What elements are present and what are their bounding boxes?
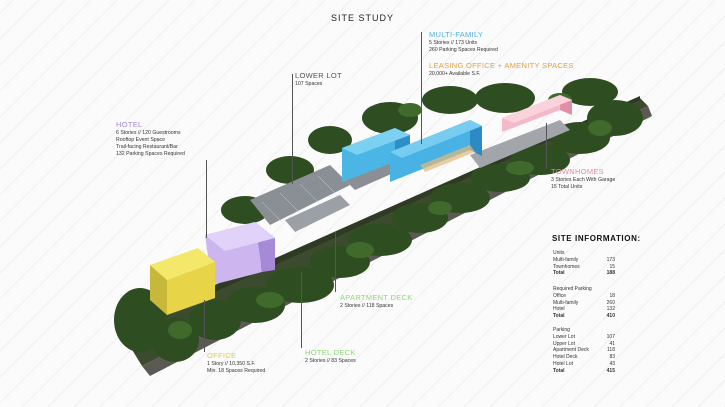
lower-lot-details: 107 Spaces (295, 81, 322, 88)
leasing-details: 20,000+ Available S.F. (429, 71, 480, 78)
table-row: Hotel 132 (553, 306, 615, 313)
hotel-details: 6 Stories // 120 Guestrooms Rooftop Even… (116, 130, 185, 158)
row-label: Hotel Lot (553, 360, 574, 367)
lower-lot-label: LOWER LOT (295, 71, 342, 80)
table-row: Upper Lot 41 (553, 341, 615, 348)
office-building (150, 248, 215, 315)
total-row: Total 410 (553, 313, 615, 320)
row-label: Apartment Deck (553, 347, 589, 354)
leasing-line: 20,000+ Available S.F. (429, 71, 481, 77)
parking-lots (250, 120, 570, 232)
row-value: 260 (606, 299, 615, 306)
office-line: Min. 18 Spaces Required (207, 368, 266, 375)
multifamily-line: 260 Parking Spaces Required (429, 47, 498, 54)
apartment-deck-details: 2 Stories // 118 Spaces (340, 303, 393, 310)
table-row: Apartment Deck 118 (553, 347, 615, 354)
row-label: Townhomes (553, 263, 580, 270)
row-value: 15 (609, 263, 615, 270)
lower-lot-line: 107 Spaces (295, 81, 323, 87)
hotel-leader (206, 160, 207, 238)
site-info-title: SITE INFORMATION: (552, 234, 641, 243)
table-row: Hotel Deck 83 (553, 354, 615, 361)
section-heading: Units (553, 250, 565, 256)
row-label: Office (553, 292, 566, 299)
townhomes-label: TOWNHOMES (551, 167, 604, 176)
row-value: 83 (609, 354, 615, 360)
table-row: Multi-family 260 (553, 300, 615, 307)
hotel-line: Rooftop Event Space (116, 137, 166, 144)
units-section: Units Multi-family 173 Townhomes 15 Total 1… (553, 250, 615, 277)
townhomes-details: 3 Stories Each With Garage 15 Total Unit… (551, 177, 615, 191)
row-value: 188 (606, 270, 615, 277)
hotel-line: Trail-facing Restaurant/Bar (116, 144, 178, 151)
apartment-deck-label: APARTMENT DECK (340, 293, 413, 302)
hotel-line: 132 Parking Spaces Required (116, 151, 185, 158)
hotel-deck-line: 2 Stories // 83 Spaces (305, 358, 356, 364)
row-value: 173 (606, 256, 615, 263)
row-label: Hotel (553, 306, 565, 313)
row-value: 118 (607, 347, 615, 354)
row-label: Total (553, 270, 565, 277)
table-row: Office 18 (553, 293, 615, 300)
hotel-deck-details: 2 Stories // 83 Spaces (305, 358, 356, 365)
office-label: OFFICE (207, 351, 237, 360)
apartment-deck-line: 2 Stories // 118 Spaces (340, 303, 394, 309)
table-row: Hotel Lot 43 (553, 361, 615, 368)
hotel-deck-label: HOTEL DECK (305, 348, 356, 357)
row-value: 41 (609, 340, 615, 347)
table-row: Multi-family 173 (553, 257, 615, 264)
multifamily-leader (421, 32, 422, 144)
section-heading: Parking (553, 327, 570, 333)
section-heading: Required Parking (553, 286, 592, 292)
apartment-deck-leader (335, 232, 336, 292)
row-value: 43 (609, 360, 615, 367)
page-title: SITE STUDY (330, 13, 394, 23)
townhomes-line: 15 Total Units (551, 184, 583, 191)
multifamily-label: MULTI-FAMILY (429, 30, 484, 39)
row-value: 132 (606, 306, 615, 313)
row-label: Upper Lot (553, 340, 575, 347)
table-row: Lower Lot 107 (553, 334, 615, 341)
row-value: 415 (606, 367, 615, 374)
townhomes-leader (546, 123, 547, 169)
office-leader (204, 300, 205, 352)
total-row: Total 415 (553, 368, 615, 375)
townhomes-buildings (502, 95, 572, 132)
parking-section: Parking Lower Lot 107 Upper Lot 41 Apartme… (553, 327, 615, 374)
row-value: 107 (606, 333, 615, 340)
row-label: Hotel Deck (553, 354, 578, 360)
multifamily-building (342, 120, 482, 182)
hotel-deck-leader (301, 272, 302, 348)
row-value: 410 (606, 313, 615, 319)
office-details: 1 Story // 10,350 S.F. Min. 18 Spaces Re… (207, 361, 265, 375)
multifamily-details: 5 Stories // 173 Units 260 Parking Space… (429, 40, 498, 54)
row-label: Multi-family (553, 299, 579, 306)
hotel-building (205, 222, 275, 285)
total-row: Total 188 (553, 270, 615, 277)
table-row: Townhomes 15 (553, 264, 615, 271)
leasing-amenity-area (420, 145, 475, 172)
row-value: 18 (609, 292, 615, 299)
multifamily-line: 5 Stories // 173 Units (429, 40, 478, 46)
row-label: Total (553, 367, 565, 374)
hotel-label: HOTEL (116, 120, 143, 129)
office-line: 1 Story // 10,350 S.F. (207, 361, 256, 367)
hotel-line: 6 Stories // 120 Guestrooms (116, 130, 181, 136)
lower-lot-leader (292, 74, 293, 184)
row-label: Multi-family (553, 256, 579, 263)
required-parking-section: Required Parking Office 18 Multi-family 26… (553, 286, 615, 320)
row-label: Total (553, 313, 565, 319)
row-label: Lower Lot (553, 333, 575, 340)
townhomes-line: 3 Stories Each With Garage (551, 177, 616, 183)
leasing-label: LEASING OFFICE + AMENITY SPACES (429, 61, 574, 70)
